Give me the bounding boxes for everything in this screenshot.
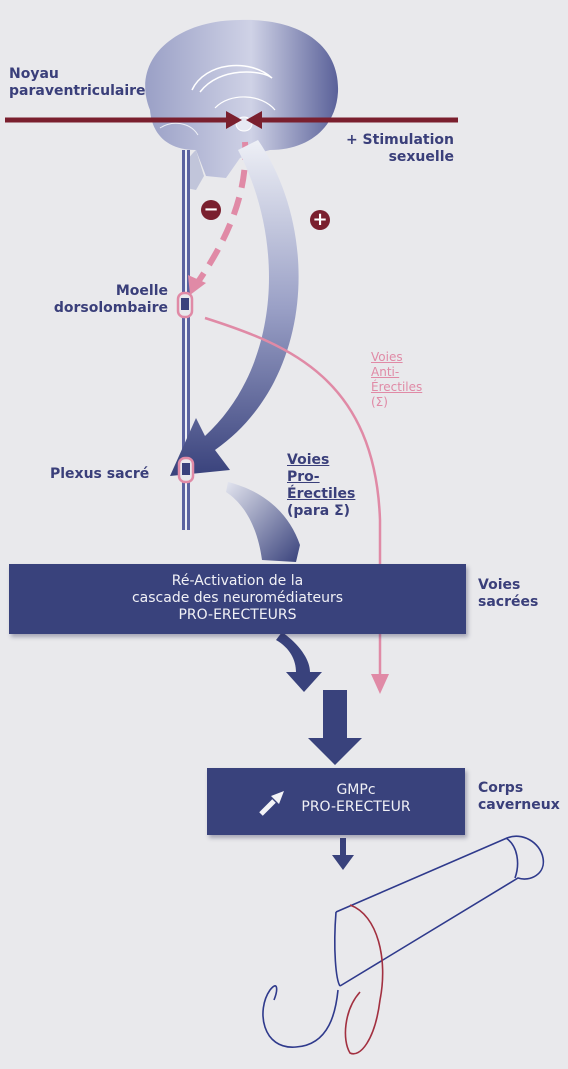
- box-gmpc-pro-erecteur: GMPc PRO-ERECTEUR: [207, 768, 465, 835]
- label-voies-pro-erectiles: Voies Pro- Érectiles (para Σ): [287, 452, 356, 519]
- pro-erectile-arrow: [226, 482, 300, 562]
- brain-illustration: [145, 19, 339, 190]
- excitatory-curved-arrow: [170, 140, 299, 476]
- gmpc-output-arrow: [332, 838, 354, 870]
- label-plexus-sacre: Plexus sacré: [50, 466, 150, 482]
- plus-sign: +: [310, 210, 330, 230]
- penis-outline-drawing: [262, 835, 545, 1055]
- minus-sign: −: [201, 200, 221, 220]
- gmpc-input-arrow: [308, 690, 362, 765]
- diagonal-arrow-icon: [259, 791, 284, 816]
- stimulation-arrows: [5, 111, 458, 129]
- anti-erectile-pathway: [204, 316, 389, 694]
- cascade-output-arrow: [276, 632, 322, 692]
- box-reactivation-cascade: Ré-Activation de la cascade des neuroméd…: [9, 564, 466, 634]
- label-voies-anti-erectiles: Voies Anti- Érectiles (Σ): [371, 350, 423, 409]
